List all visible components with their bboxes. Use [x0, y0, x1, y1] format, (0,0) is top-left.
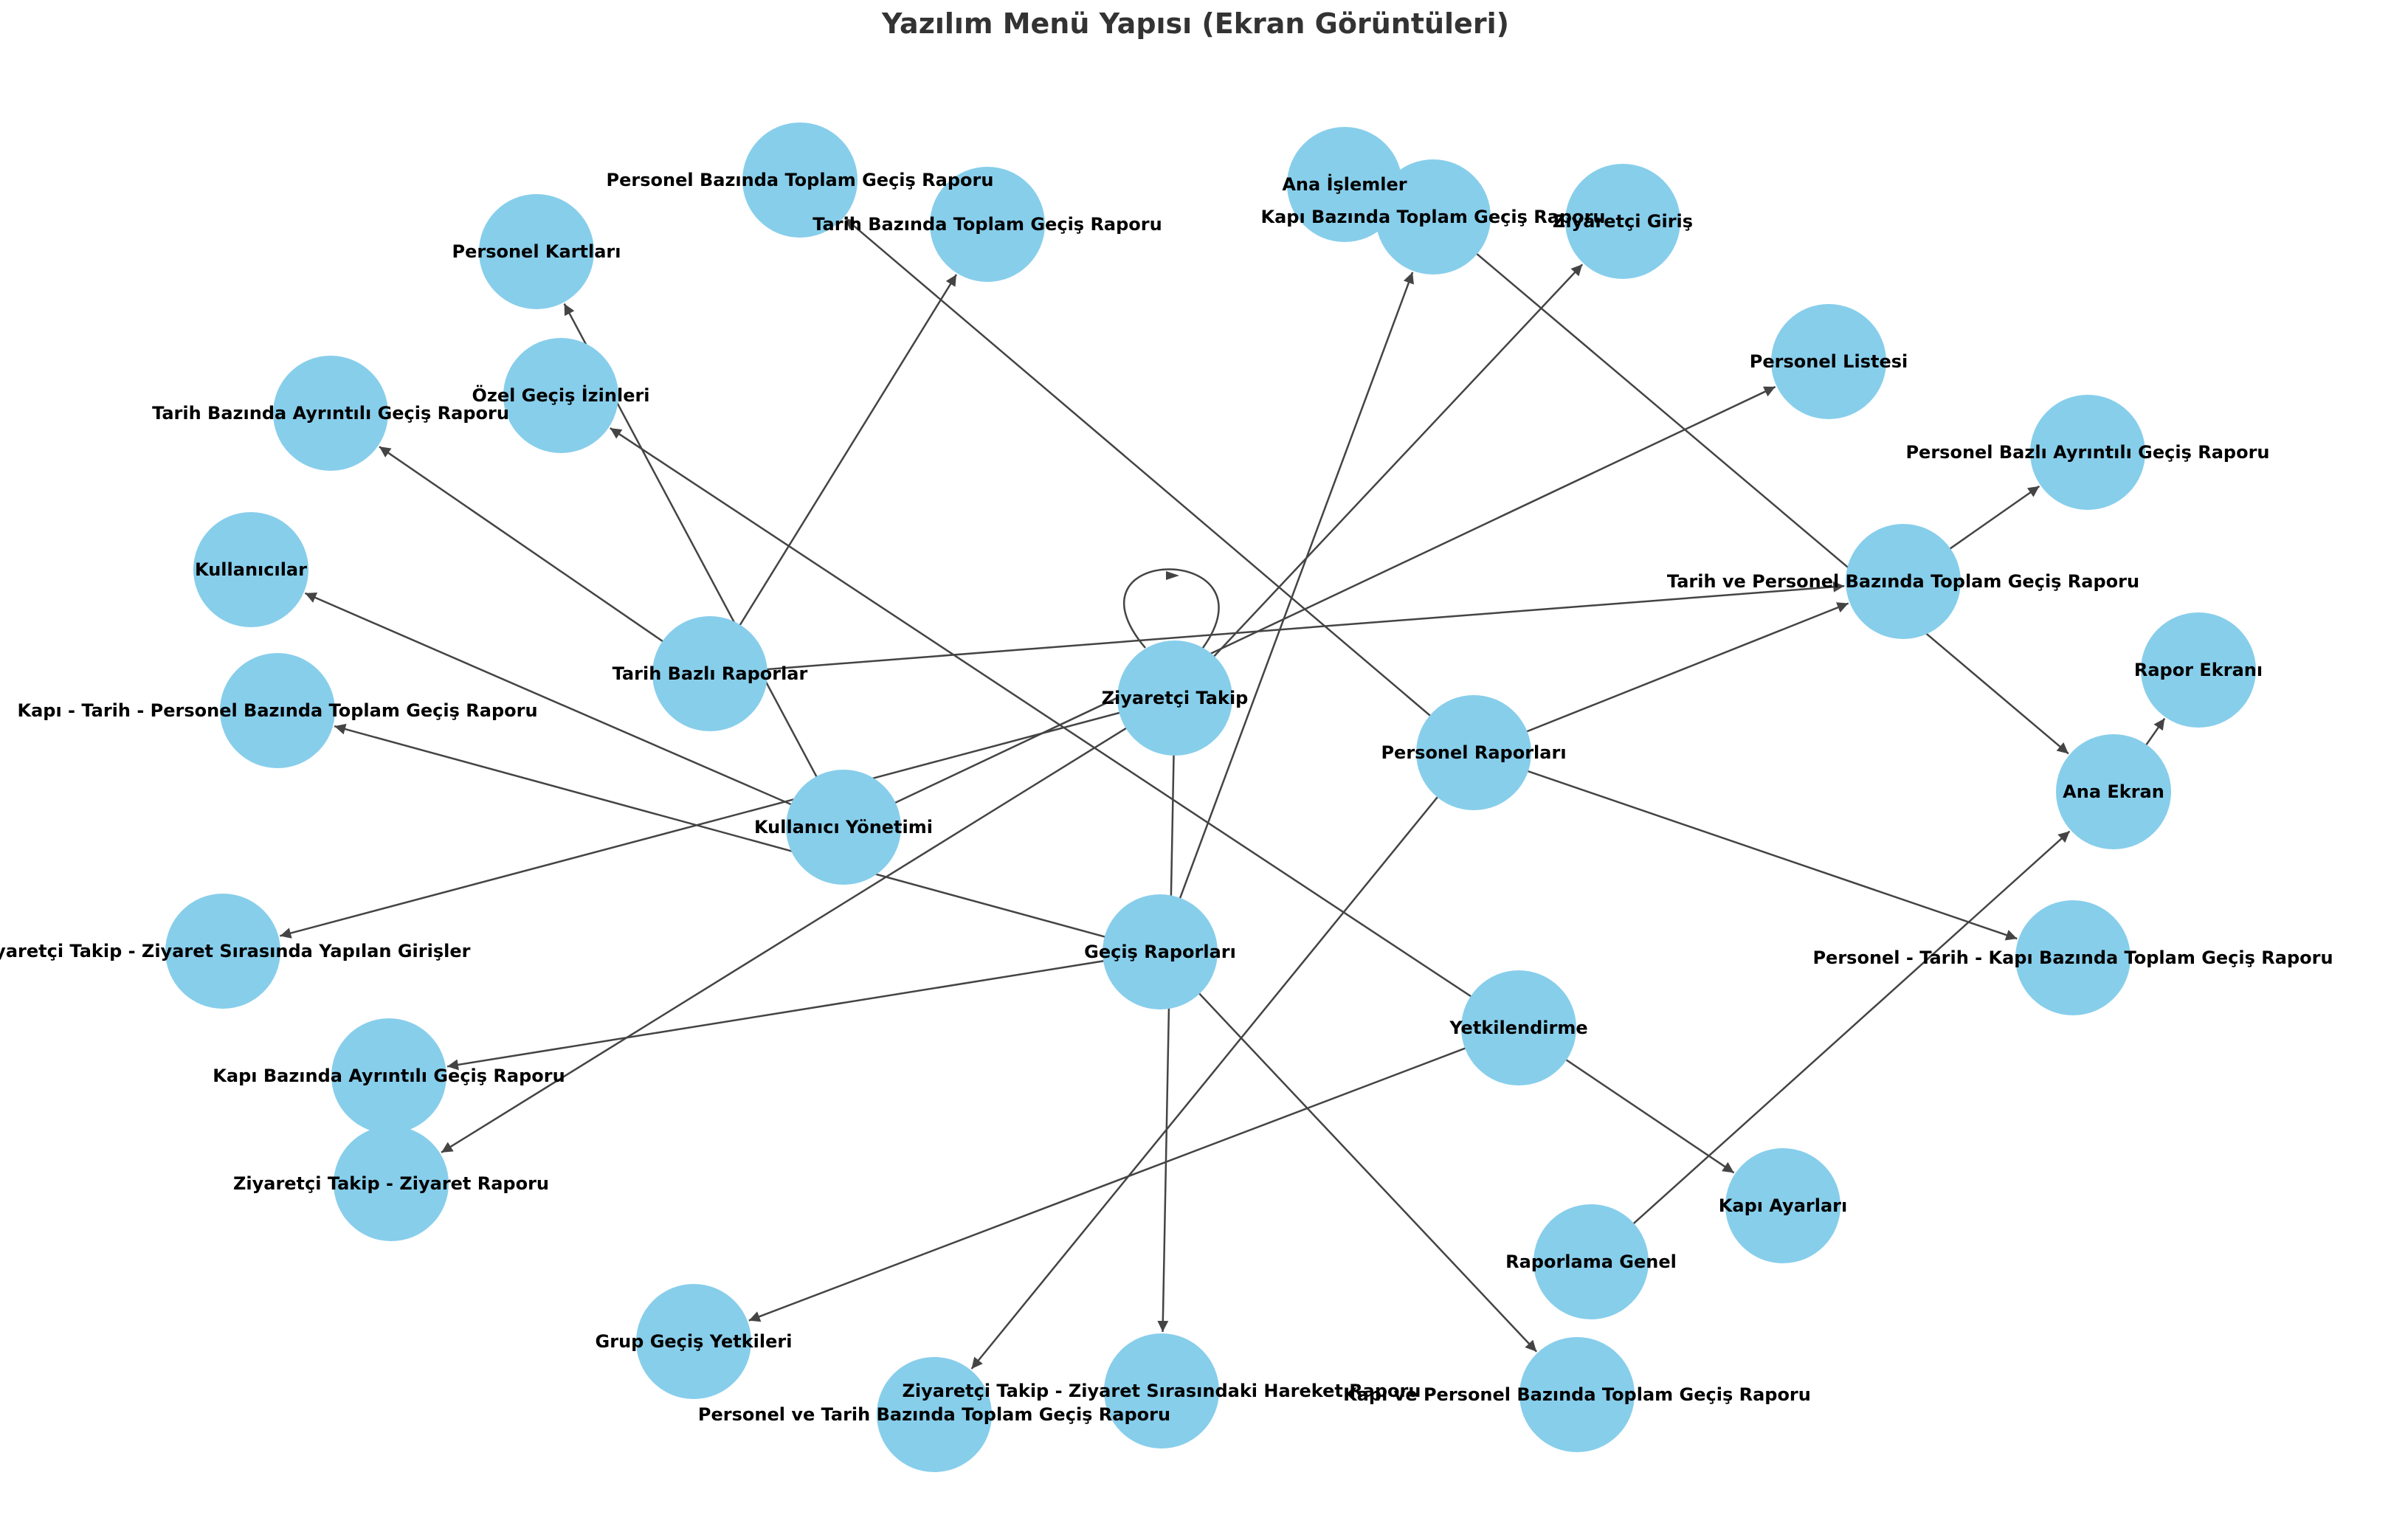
node-label-tarih_bazinda_toplam: Tarih Bazında Toplam Geçiş Raporu [812, 214, 1162, 235]
node-label-ziyaretci_giris: Ziyaretçi Giriş [1553, 211, 1693, 232]
edge-kullanici_yonetimi-to-personel_listesi [843, 386, 1776, 829]
edge-ziyaretci_takip-to-ziyaretci_takip_girisler [279, 697, 1176, 939]
node-label-personel_bazinda_toplam: Personel Bazında Toplam Geçiş Raporu [607, 170, 994, 190]
node-kapi_ve_personel_toplam [1519, 1337, 1635, 1452]
node-tarih_bazli_raporlar [652, 616, 767, 731]
edge-tarih_bazli_raporlar-to-tarih_bazinda_ayrintili [379, 446, 711, 675]
node-label-ziyaretci_takip_girisler: Ziyaretçi Takip - Ziyaret Sırasında Yapı… [0, 941, 471, 961]
diagram-title: Yazılım Menü Yapısı (Ekran Görüntüleri) [882, 7, 1509, 40]
node-label-kapi_ve_personel_toplam: Kapı ve Personel Bazında Toplam Geçiş Ra… [1343, 1384, 1811, 1405]
node-personel_listesi [1771, 304, 1886, 419]
node-ozel_gecis_izinleri [503, 338, 618, 453]
node-label-personel_listesi: Personel Listesi [1750, 351, 1908, 372]
node-personel_bazli_ayrintili [2030, 395, 2145, 510]
node-label-gecis_raporlari: Geçiş Raporları [1084, 942, 1236, 962]
edge-ziyaretci_takip-to-ziyaretci_takip [1123, 568, 1220, 649]
nodes-layer [165, 122, 2256, 1472]
node-personel_ve_tarih_toplam [877, 1357, 992, 1472]
node-label-tarih_ve_personel_toplam: Tarih ve Personel Bazında Toplam Geçiş R… [1667, 571, 2139, 592]
node-personel_kartlari [479, 194, 594, 309]
node-label-kapi_ayarlari: Kapı Ayarları [1719, 1195, 1847, 1216]
node-tarih_bazinda_ayrintili [273, 356, 388, 471]
node-label-rapor_ekrani: Rapor Ekranı [2134, 660, 2263, 680]
node-label-personel_bazli_ayrintili: Personel Bazlı Ayrıntılı Geçiş Raporu [1905, 442, 2269, 463]
node-label-ziyaretci_takip_hareket: Ziyaretçi Takip - Ziyaret Sırasındaki Ha… [903, 1381, 1421, 1401]
node-label-kapi_tarih_personel_toplam: Kapı - Tarih - Personel Bazında Toplam G… [17, 700, 537, 721]
node-ziyaretci_takip_hareket [1104, 1333, 1219, 1449]
node-yetkilendirme [1461, 970, 1576, 1085]
node-tarih_ve_personel_toplam [1846, 524, 1961, 639]
node-label-personel_tarih_kapi_toplam: Personel - Tarih - Kapı Bazında Toplam G… [1812, 947, 2333, 968]
edges-layer [279, 216, 2166, 1370]
node-label-kapi_bazinda_toplam: Kapı Bazında Toplam Geçiş Raporu [1260, 207, 1605, 227]
edge-personel_raporlari-to-personel_ve_tarih_toplam [970, 752, 1474, 1370]
node-label-tarih_bazinda_ayrintili: Tarih Bazında Ayrıntılı Geçiş Raporu [152, 403, 509, 424]
node-label-grup_gecis_yetkileri: Grup Geçiş Yetkileri [596, 1331, 793, 1352]
edge-yetkilendirme-to-ozel_gecis_izinleri [610, 427, 1519, 1029]
node-ana_ekran [2056, 734, 2171, 849]
node-kapi_tarih_personel_toplam [220, 653, 335, 768]
edge-gecis_raporlari-to-kapi_bazinda_ayrintili [446, 950, 1161, 1071]
node-kapi_bazinda_toplam [1376, 159, 1491, 274]
self-loop-arrowhead [1166, 571, 1179, 580]
edge-kapi_bazinda_toplam-to-ana_ekran [1432, 216, 2069, 755]
node-ziyaretci_giris [1565, 164, 1680, 279]
node-label-ziyaretci_takip: Ziyaretçi Takip [1102, 688, 1249, 708]
edge-gecis_raporlari-to-kapi_tarih_personel_toplam [334, 723, 1161, 953]
node-label-kullanicilar: Kullanıcılar [195, 559, 307, 580]
labels-layer: Personel Bazında Toplam Geçiş RaporuTari… [0, 170, 2333, 1425]
node-label-ana_islemler: Ana İşlemler [1282, 173, 1407, 195]
node-ziyaretci_takip_ziyaret_raporu [334, 1126, 449, 1241]
edge-personel_raporlari-to-tarih_ve_personel_toplam [1473, 602, 1849, 754]
node-label-ziyaretci_takip_ziyaret_raporu: Ziyaretçi Takip - Ziyaret Raporu [233, 1173, 549, 1194]
edge-yetkilendirme-to-grup_gecis_yetkileri [748, 1026, 1519, 1322]
node-kapi_ayarlari [1725, 1148, 1840, 1263]
node-grup_gecis_yetkileri [636, 1284, 751, 1399]
node-label-personel_raporlari: Personel Raporları [1381, 742, 1566, 763]
node-gecis_raporlari [1103, 894, 1218, 1009]
edge-gecis_raporlari-to-kapi_bazinda_toplam [1159, 272, 1414, 953]
edge-raporlama_genel-to-ana_ekran [1590, 830, 2071, 1263]
node-raporlama_genel [1533, 1204, 1649, 1319]
edge-tarih_bazli_raporlar-to-tarih_bazinda_toplam [708, 274, 958, 674]
node-ziyaretci_takip_girisler [165, 894, 280, 1009]
node-tarih_bazinda_toplam [930, 167, 1045, 282]
node-label-kullanici_yonetimi: Kullanıcı Yönetimi [754, 817, 933, 838]
node-personel_tarih_kapi_toplam [2015, 900, 2130, 1015]
node-label-ozel_gecis_izinleri: Özel Geçiş İzinleri [472, 384, 649, 406]
edge-gecis_raporlari-to-kapi_ve_personel_toplam [1159, 951, 1538, 1353]
node-personel_bazinda_toplam [742, 122, 858, 238]
node-label-personel_kartlari: Personel Kartları [452, 241, 621, 262]
node-label-kapi_bazinda_ayrintili: Kapı Bazında Ayrıntılı Geçiş Raporu [213, 1066, 565, 1086]
edge-kullanici_yonetimi-to-kullanicilar [304, 592, 844, 829]
node-ziyaretci_takip [1117, 640, 1232, 756]
edge-ziyaretci_takip-to-ziyaretci_takip_hareket [1157, 697, 1176, 1333]
edge-personel_raporlari-to-personel_tarih_kapi_toplam [1473, 751, 2018, 941]
node-label-personel_ve_tarih_toplam: Personel ve Tarih Bazında Toplam Geçiş R… [698, 1404, 1170, 1425]
edge-personel_raporlari-to-personel_bazinda_toplam [844, 217, 1474, 753]
node-label-ana_ekran: Ana Ekran [2063, 781, 2164, 802]
node-kullanici_yonetimi [786, 770, 901, 885]
node-kullanicilar [193, 512, 308, 627]
edge-ziyaretci_takip-to-ziyaretci_takip_ziyaret_raporu [441, 697, 1176, 1153]
edge-tarih_bazli_raporlar-to-tarih_ve_personel_toplam [709, 581, 1845, 675]
node-personel_raporlari [1416, 695, 1531, 810]
node-label-tarih_bazli_raporlar: Tarih Bazlı Raporlar [613, 663, 808, 684]
node-rapor_ekrani [2141, 612, 2256, 728]
node-kapi_bazinda_ayrintili [331, 1018, 446, 1133]
node-label-raporlama_genel: Raporlama Genel [1505, 1251, 1677, 1272]
edge-ziyaretci_takip-to-ziyaretci_giris [1174, 263, 1584, 699]
node-label-yetkilendirme: Yetkilendirme [1449, 1018, 1587, 1038]
node-ana_islemler [1287, 127, 1402, 242]
